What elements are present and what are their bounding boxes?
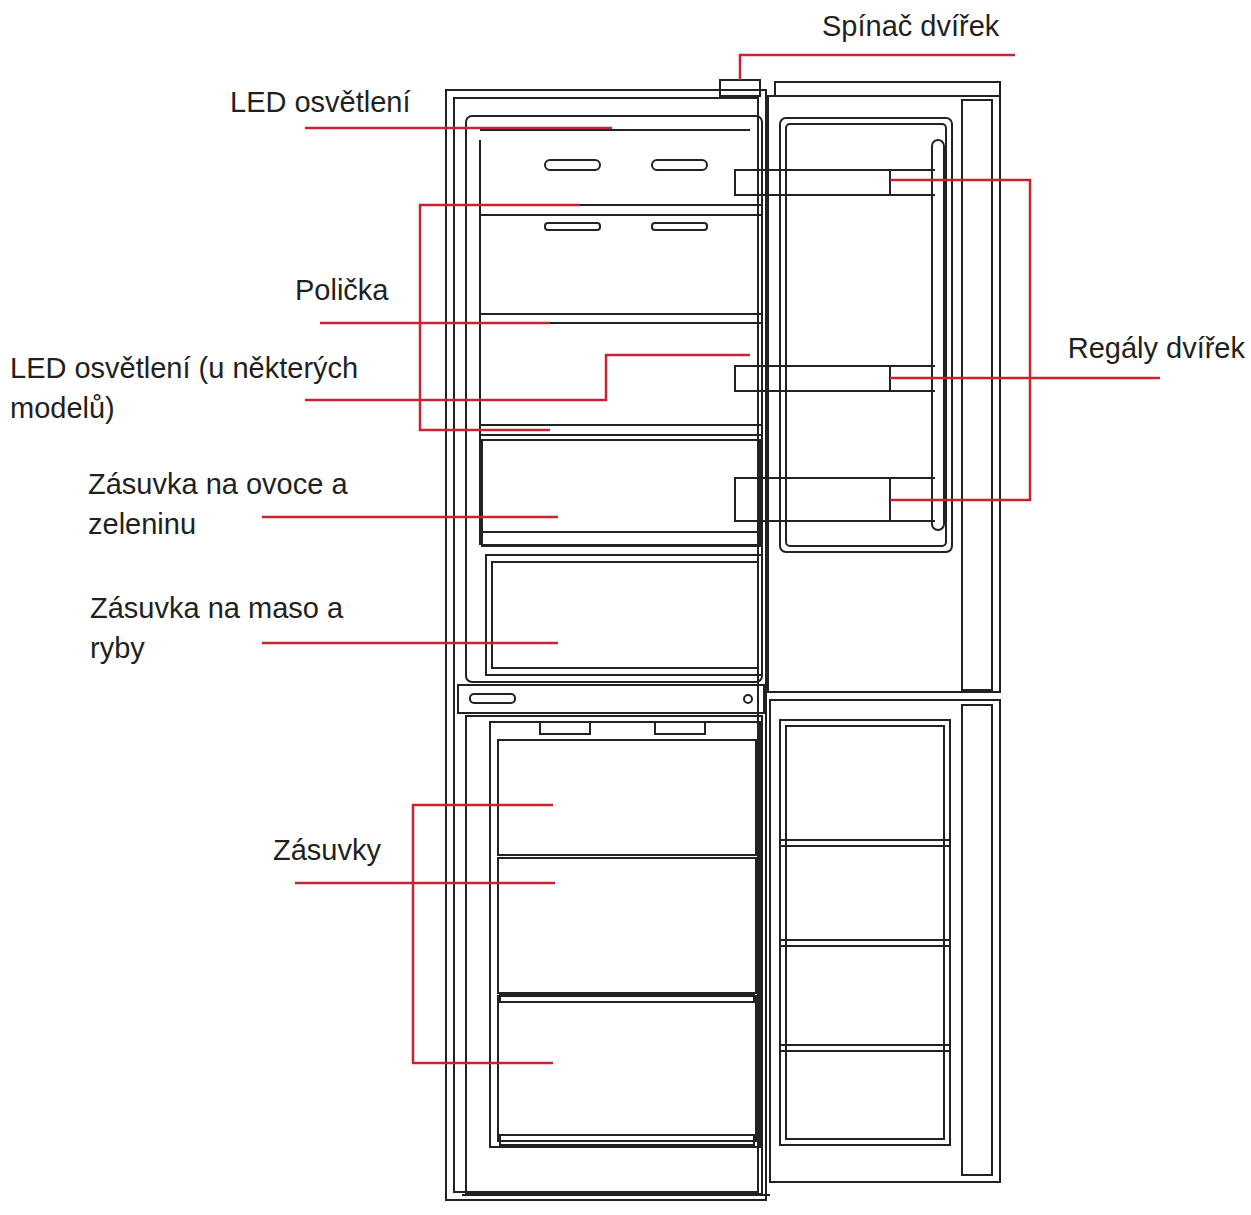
part-label: LED osvětlení: [230, 82, 411, 122]
part-label: Zásuvky: [273, 830, 381, 870]
part-label: Zásuvka na ovoce a zeleninu: [88, 464, 408, 544]
part-label: Spínač dvířek: [822, 6, 999, 46]
freezer-door: [770, 700, 1000, 1182]
fridge-door: [768, 96, 1000, 692]
part-label: Regály dvířek: [1068, 328, 1245, 368]
leader-lines: [262, 55, 1160, 1063]
part-label: Zásuvka na maso a ryby: [90, 588, 390, 668]
part-label: LED osvětlení (u některých modelů): [10, 348, 425, 428]
fridge-body: [446, 90, 766, 1200]
part-label: Polička: [295, 270, 389, 310]
